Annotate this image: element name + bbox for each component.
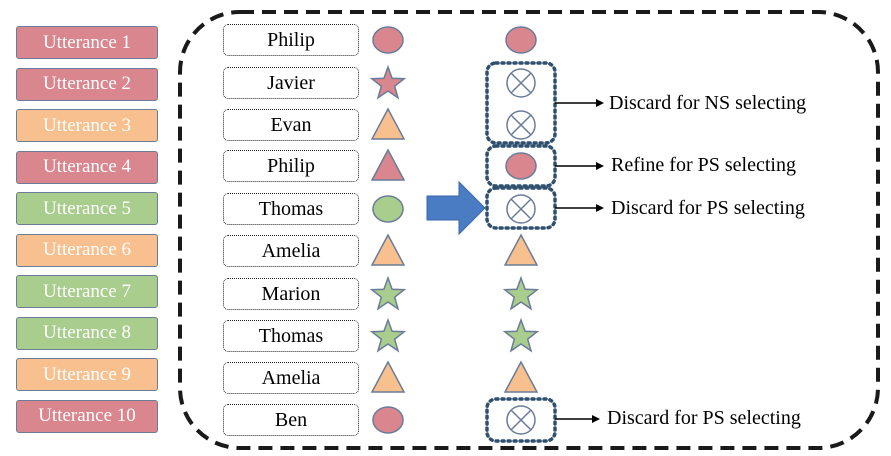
- speaker-name-box: Philip: [223, 150, 359, 182]
- discard-icon: [506, 68, 536, 98]
- speaker-triangle-icon: [370, 233, 406, 266]
- utterance-box: Utterance 10: [16, 399, 158, 433]
- result-star-icon: [502, 275, 540, 311]
- transform-arrow: [426, 180, 486, 236]
- utterance-box: Utterance 9: [16, 358, 158, 391]
- discard-icon: [506, 194, 536, 224]
- speaker-circle-icon: [372, 26, 404, 54]
- dashed-container: [178, 10, 880, 450]
- speaker-name-box: Ben: [223, 404, 359, 436]
- speaker-name-box: Evan: [223, 109, 359, 141]
- result-triangle-icon: [503, 233, 539, 266]
- discard-icon: [506, 110, 536, 140]
- utterance-box: Utterance 3: [16, 109, 158, 142]
- result-circle-icon: [505, 152, 537, 180]
- utterance-box: Utterance 7: [16, 275, 158, 308]
- connector-arrow-ns: [555, 99, 604, 107]
- connector-arrow-refine: [555, 162, 604, 170]
- utterance-box: Utterance 5: [16, 192, 158, 225]
- speaker-name-box: Javier: [223, 67, 359, 99]
- speaker-star-icon: [369, 275, 407, 311]
- utterance-box: Utterance 1: [16, 26, 158, 59]
- speaker-name-box: Amelia: [223, 235, 359, 267]
- ps-discard-box-2: [485, 397, 557, 443]
- result-star-icon: [502, 317, 540, 353]
- connector-arrow-ps-1: [555, 204, 604, 212]
- speaker-name-box: Thomas: [223, 320, 359, 352]
- speaker-name-box: Amelia: [223, 362, 359, 394]
- note-refine-ps: Refine for PS selecting: [611, 154, 796, 176]
- note-discard-ps-1: Discard for PS selecting: [611, 197, 805, 219]
- speaker-star-icon: [369, 64, 407, 100]
- speaker-triangle-icon: [370, 360, 406, 393]
- speaker-name-box: Marion: [223, 278, 359, 310]
- result-triangle-icon: [503, 360, 539, 393]
- utterance-box: Utterance 6: [16, 233, 158, 267]
- note-discard-ns: Discard for NS selecting: [609, 92, 807, 114]
- speaker-name-box: Philip: [223, 24, 359, 56]
- connector-arrow-ps-2: [555, 415, 600, 423]
- discard-icon: [506, 405, 536, 435]
- speaker-circle-icon: [372, 406, 404, 434]
- note-discard-ps-2: Discard for PS selecting: [607, 407, 801, 429]
- speaker-circle-icon: [372, 195, 404, 223]
- utterance-box: Utterance 8: [16, 316, 158, 350]
- utterance-box: Utterance 4: [16, 150, 158, 184]
- speaker-triangle-icon: [370, 148, 406, 181]
- speaker-name-box: Thomas: [223, 193, 359, 225]
- utterance-box: Utterance 2: [16, 67, 158, 101]
- speaker-triangle-icon: [370, 107, 406, 140]
- speaker-star-icon: [369, 317, 407, 353]
- result-circle-icon: [505, 26, 537, 54]
